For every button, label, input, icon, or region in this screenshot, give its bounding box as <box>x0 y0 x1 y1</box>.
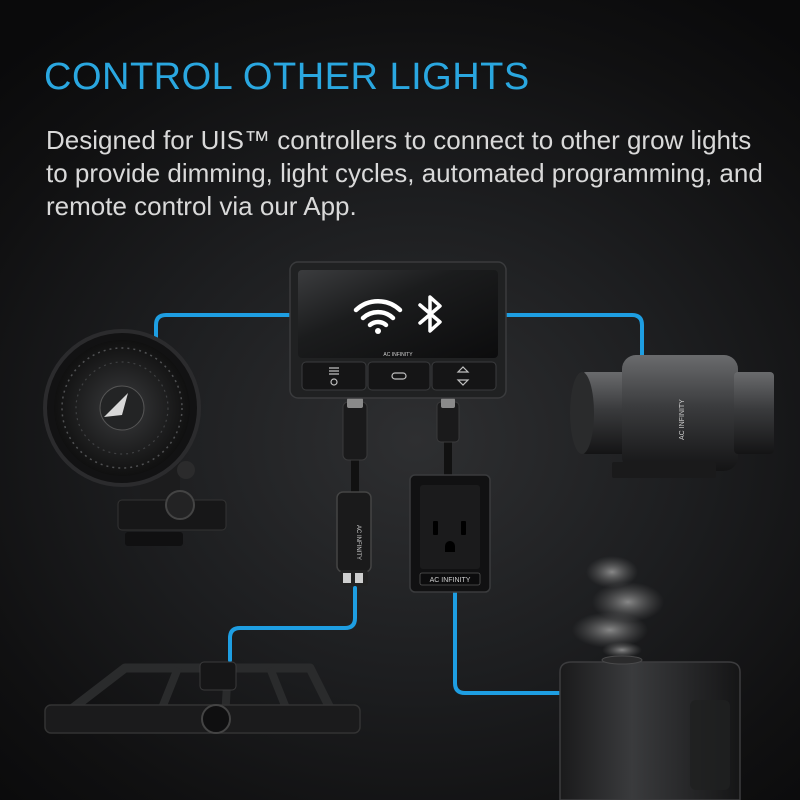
humidifier <box>559 556 741 800</box>
menu-settings-button[interactable] <box>301 361 367 391</box>
outlet-socket-icon <box>433 521 466 552</box>
cable-to-grow-light <box>228 586 357 662</box>
up-down-button[interactable] <box>431 361 497 391</box>
cable-to-duct-fan <box>503 313 644 374</box>
page-title: CONTROL OTHER LIGHTS <box>44 56 530 98</box>
uis-controller: AC INFINITY <box>289 261 507 399</box>
page-description: Designed for UIS™ controllers to connect… <box>46 125 763 221</box>
controller-buttons <box>301 361 497 391</box>
outlet-brand-label: AC INFINITY <box>430 577 471 584</box>
wifi-icon <box>353 299 403 334</box>
controller-cords <box>351 436 452 496</box>
adapter-brand-label: AC INFINITY <box>355 525 361 560</box>
clip-fan <box>43 329 227 546</box>
grow-light <box>44 661 361 734</box>
cable-to-fan <box>154 313 297 347</box>
inline-duct-fan: AC INFINITY <box>570 355 774 478</box>
connection-cables <box>154 313 644 695</box>
center-button[interactable] <box>367 361 431 391</box>
outlet-controller: AC INFINITY <box>409 474 491 593</box>
bluetooth-icon <box>418 295 442 333</box>
dimming-adapter: AC INFINITY <box>336 491 372 586</box>
brand-logo-icon <box>104 393 128 417</box>
cable-to-humidifier <box>453 590 562 695</box>
duct-brand-label: AC INFINITY <box>679 399 686 440</box>
controller-brand-label: AC INFINITY <box>383 352 413 358</box>
